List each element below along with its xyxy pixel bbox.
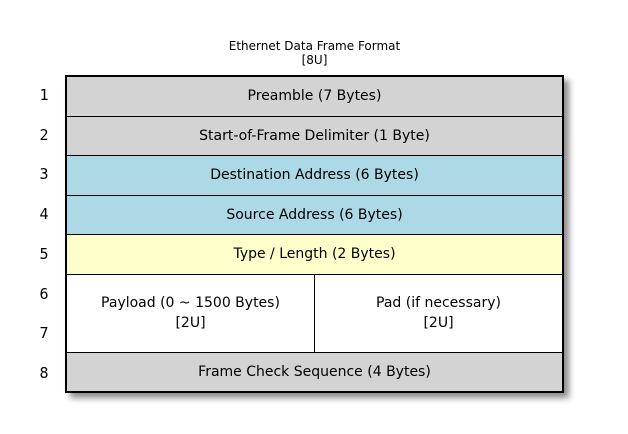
field-payload: Payload (0 ~ 1500 Bytes) [2U]: [67, 274, 315, 352]
field-payload-unit: [2U]: [175, 315, 206, 331]
row-number-1: 1: [39, 85, 49, 104]
field-start-of-frame-delimiter: Start-of-Frame Delimiter (1 Byte): [67, 115, 562, 155]
field-preamble: Preamble (7 Bytes): [67, 77, 562, 116]
row-number-5: 5: [39, 244, 49, 263]
row-number-3: 3: [39, 165, 49, 184]
field-source-address: Source Address (6 Bytes): [67, 194, 562, 234]
field-frame-check-sequence: Frame Check Sequence (4 Bytes): [67, 351, 562, 391]
diagram-title-unit: [8U]: [301, 53, 328, 67]
diagram-title-text: Ethernet Data Frame Format: [228, 39, 401, 53]
diagram-title: Ethernet Data Frame Format [8U]: [65, 39, 564, 67]
row-number-6: 6: [39, 284, 49, 303]
row-number-2: 2: [39, 125, 49, 144]
row-number-column: 1 2 3 4 5 6 7 8: [30, 75, 58, 393]
field-payload-label: Payload (0 ~ 1500 Bytes): [101, 295, 280, 311]
field-pad: Pad (if necessary) [2U]: [315, 275, 562, 352]
row-number-8: 8: [39, 364, 49, 383]
frame-format-table: Preamble (7 Bytes) Start-of-Frame Delimi…: [65, 75, 564, 393]
row-number-4: 4: [39, 205, 49, 224]
field-pad-label: Pad (if necessary): [376, 295, 501, 311]
field-type-length: Type / Length (2 Bytes): [67, 234, 562, 274]
field-pad-unit: [2U]: [423, 315, 454, 331]
field-payload-pad-band: Payload (0 ~ 1500 Bytes) [2U] Pad (if ne…: [67, 273, 562, 352]
row-number-7: 7: [39, 324, 49, 343]
field-destination-address: Destination Address (6 Bytes): [67, 155, 562, 195]
